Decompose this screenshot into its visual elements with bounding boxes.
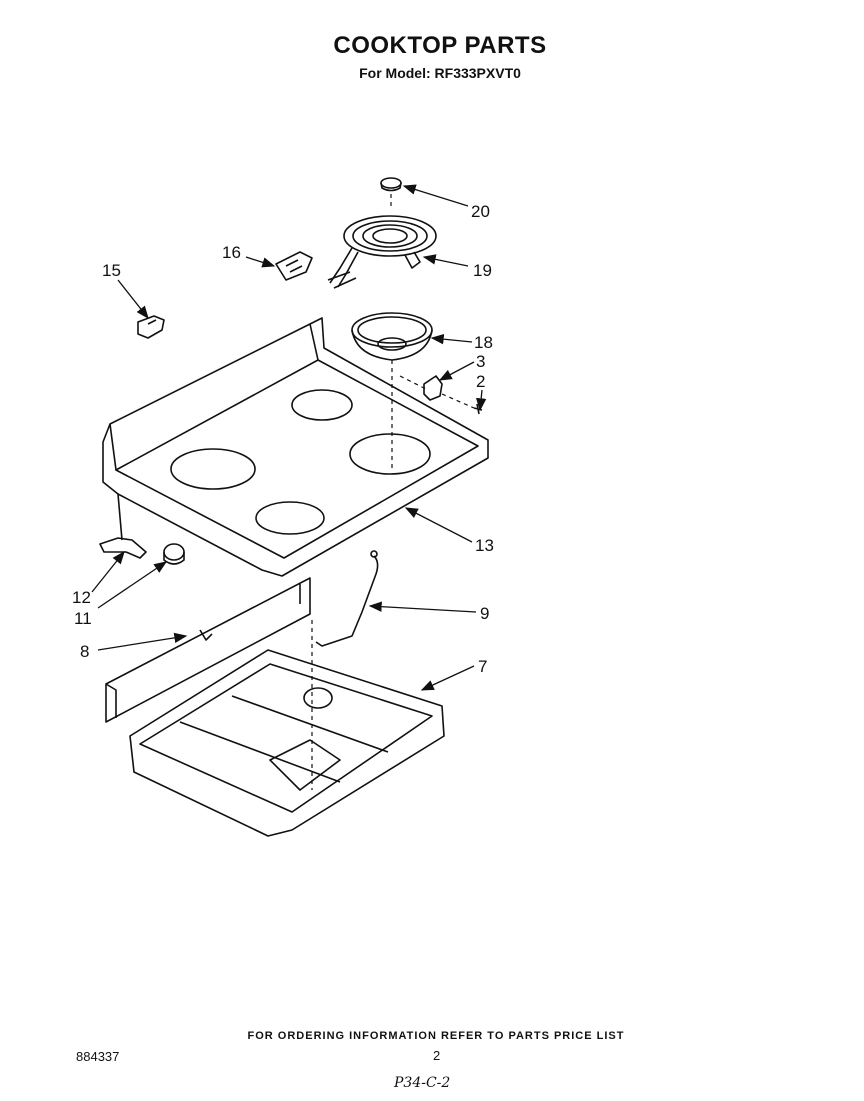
callout-9: 9 [480,604,489,623]
page-number: 2 [433,1048,441,1063]
part-7-burner-box [129,649,445,837]
leader-2 [475,389,487,412]
callout-19: 19 [473,261,492,280]
callout-12: 12 [72,588,91,607]
part-12-connector [99,537,147,559]
leader-11 [97,561,168,609]
part-3-bracket [423,375,443,401]
callout-16: 16 [222,243,241,262]
callout-20: 20 [471,202,490,221]
leader-12 [91,550,125,593]
leader-20 [402,184,469,207]
part-15-clip [137,315,165,339]
part-8-rear-panel [105,577,311,723]
leader-8 [97,632,188,651]
part-9-wire-rod [315,550,379,647]
leader-3 [438,361,475,381]
ordering-note: FOR ORDERING INFORMATION REFER TO PARTS … [247,1030,625,1042]
part-13-cooktop [102,317,489,577]
document-number: 884337 [76,1049,120,1064]
part-11-insulator [163,543,185,565]
leader-16 [245,256,276,268]
handwritten-note: P34-C-2 [394,1075,451,1091]
callout-3: 3 [476,352,485,371]
callout-8: 8 [80,642,89,661]
callout-7: 7 [478,657,487,676]
callout-2: 2 [476,372,485,391]
leader-15 [117,279,149,320]
part-19-surface-element [327,215,437,289]
model-subtitle: For Model: RF333PXVT0 [359,65,521,81]
leader-19 [422,254,469,267]
page-title: COOKTOP PARTS [333,32,547,59]
part-16-terminal-block [275,251,313,281]
leader-7 [420,665,475,691]
part-20-cap [380,177,402,192]
leader-18 [430,333,473,345]
callout-13: 13 [475,536,494,555]
leader-9 [368,601,477,613]
callout-11: 11 [74,609,92,628]
part-18-drip-bowl [351,312,433,361]
callout-18: 18 [474,333,493,352]
callout-15: 15 [102,261,121,280]
leader-13 [404,507,473,543]
